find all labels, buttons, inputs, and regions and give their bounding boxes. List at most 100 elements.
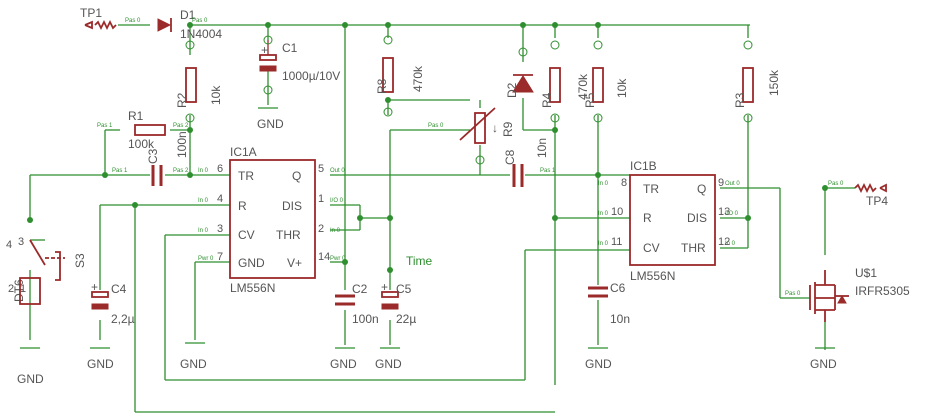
svg-text:Pwr 0: Pwr 0 xyxy=(198,256,214,262)
svg-text:GND: GND xyxy=(180,357,207,371)
c2-capacitor: C2 100n GND xyxy=(330,282,379,371)
c2-name: C2 xyxy=(352,282,368,296)
r9-potentiometer: ↓ R9 xyxy=(459,107,515,165)
svg-text:Pas 0: Pas 0 xyxy=(192,18,208,24)
r8-resistor: R8 470k xyxy=(375,35,425,117)
r4-name: R4 xyxy=(540,92,554,108)
gnd-symbol-ic1a: GND xyxy=(180,342,207,371)
svg-text:14: 14 xyxy=(318,251,330,263)
d1-name: D1 xyxy=(180,8,196,22)
svg-text:5: 5 xyxy=(318,163,324,175)
pad-annotations: Pas 0 Pas 0 Pas 1 Pas 2 Pas 1 Pas 2 In 0… xyxy=(97,18,844,297)
svg-text:I/O 0: I/O 0 xyxy=(725,211,739,217)
gnd-label-c6: GND xyxy=(585,357,612,371)
svg-text:13: 13 xyxy=(718,206,730,218)
ic1a-pin-cv: CV xyxy=(238,228,255,242)
svg-text:In 0: In 0 xyxy=(198,168,209,174)
svg-text:10: 10 xyxy=(611,206,623,218)
svg-text:In 0: In 0 xyxy=(198,228,209,234)
u1-mosfet: U$1 IRFR5305 GND xyxy=(809,266,910,371)
gnd-label-c1: GND xyxy=(257,117,284,131)
svg-text:+: + xyxy=(381,280,388,294)
ic1b-type: LM556N xyxy=(630,269,675,283)
svg-text:I/O 0: I/O 0 xyxy=(330,198,344,204)
svg-text:3: 3 xyxy=(18,236,24,248)
ic1a-pin-thr: THR xyxy=(276,228,301,242)
ic1a-pin-tr: TR xyxy=(238,169,254,183)
r3-value: 150k xyxy=(767,69,781,96)
c1-capacitor: + C1 1000µ/10V GND xyxy=(257,35,340,131)
c4-name: C4 xyxy=(111,282,127,296)
svg-text:Pas 1: Pas 1 xyxy=(97,123,113,129)
c1-name: C1 xyxy=(282,41,298,55)
ic1b-pin-r: R xyxy=(643,211,652,225)
ic1a-pin-gnd: GND xyxy=(238,256,265,270)
svg-text:In 0: In 0 xyxy=(598,241,609,247)
svg-text:8: 8 xyxy=(621,177,627,189)
c3-value: 100n xyxy=(175,131,189,158)
svg-text:In 0: In 0 xyxy=(598,181,609,187)
svg-text:Out 0: Out 0 xyxy=(330,168,345,174)
c3-capacitor: C3 100n xyxy=(146,131,189,186)
svg-text:Pwr 0: Pwr 0 xyxy=(330,256,346,262)
pot-arrow: ↓ xyxy=(492,121,498,135)
svg-text:Pas 0: Pas 0 xyxy=(785,291,801,297)
ic1b-pin-cv: CV xyxy=(643,241,660,255)
u1-name: U$1 xyxy=(855,266,877,280)
gnd-label-u1: GND xyxy=(810,357,837,371)
wires xyxy=(29,24,855,413)
ic1a-pin-r: R xyxy=(238,199,247,213)
d2-diode: D2 xyxy=(505,47,534,98)
svg-text:12: 12 xyxy=(718,236,730,248)
r5-name: R5 xyxy=(583,92,597,108)
svg-text:In 0: In 0 xyxy=(598,211,609,217)
gnd-label-c2: GND xyxy=(330,357,357,371)
svg-text:6: 6 xyxy=(217,163,223,175)
c8-capacitor: C8 10n xyxy=(503,138,549,187)
svg-text:Pas 2: Pas 2 xyxy=(173,123,189,129)
r9-name: R9 xyxy=(501,121,515,137)
svg-text:2: 2 xyxy=(318,223,324,235)
tp1-label: TP1 xyxy=(80,6,102,20)
r4-resistor: R4 470k xyxy=(540,40,590,123)
svg-text:Pas 1: Pas 1 xyxy=(112,168,128,174)
svg-text:Out 0: Out 0 xyxy=(725,181,740,187)
ic1a-timer: IC1A LM556N TR Q R DIS CV THR GND V+ 6 5… xyxy=(217,145,330,295)
r5-resistor: R5 10k xyxy=(583,40,629,123)
tp1-testpoint: TP1 xyxy=(80,6,117,31)
c6-value: 10n xyxy=(610,312,630,326)
c4-capacitor: + C4 2,2µ GND xyxy=(87,280,135,371)
svg-text:4: 4 xyxy=(6,239,12,251)
tp4-label: TP4 xyxy=(866,194,888,208)
svg-text:4: 4 xyxy=(217,193,223,205)
c5-value: 22µ xyxy=(396,312,416,326)
gnd-label-sw: GND xyxy=(17,372,44,386)
c6-name: C6 xyxy=(610,281,626,295)
r8-value: 470k xyxy=(411,65,425,92)
s3-switch: S3 DT6 4 3 2 1 GND xyxy=(6,236,87,386)
r3-name: R3 xyxy=(733,92,747,108)
gnd-label-c5: GND xyxy=(375,357,402,371)
svg-text:2: 2 xyxy=(8,283,14,295)
ic1a-pin-q: Q xyxy=(292,169,301,183)
c4-value: 2,2µ xyxy=(111,312,135,326)
d2-name: D2 xyxy=(505,82,519,98)
dt6-name: DT6 xyxy=(12,279,26,302)
svg-text:Pas 1: Pas 1 xyxy=(540,168,556,174)
d1-diode: D1 1N4004 xyxy=(157,8,222,41)
u1-value: IRFR5305 xyxy=(855,284,910,298)
gnd-label-c4: GND xyxy=(87,357,114,371)
c8-name: C8 xyxy=(503,149,517,165)
c5-name: C5 xyxy=(396,282,412,296)
ic1b-pin-tr: TR xyxy=(643,182,659,196)
svg-text:Pas 0: Pas 0 xyxy=(125,18,141,24)
c1-value: 1000µ/10V xyxy=(282,69,340,83)
r3-resistor: R3 150k xyxy=(733,40,781,123)
r1-name: R1 xyxy=(128,109,144,123)
r2-value: 10k xyxy=(209,85,223,105)
svg-text:11: 11 xyxy=(611,236,622,248)
ic1a-pin-dis: DIS xyxy=(282,199,302,213)
svg-text:9: 9 xyxy=(718,177,724,189)
tp4-testpoint: TP4 xyxy=(854,182,888,208)
svg-text:1: 1 xyxy=(20,283,26,295)
